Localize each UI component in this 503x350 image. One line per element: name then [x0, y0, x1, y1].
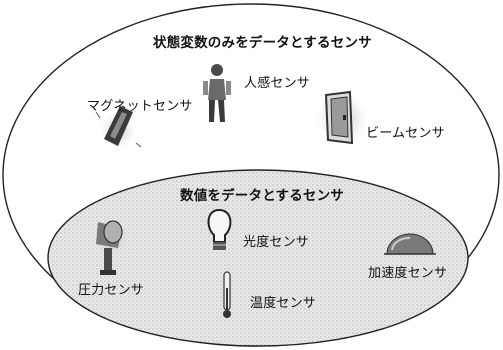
- person-icon: [203, 64, 231, 122]
- inner-set-title: 数値をデータとするセンサ: [180, 188, 344, 204]
- lightbulb-icon: [207, 208, 232, 250]
- person-sensor-label: 人感センサ: [244, 76, 311, 91]
- light-sensor-label: 光度センサ: [243, 235, 310, 250]
- door-icon: [315, 90, 369, 145]
- thermometer-icon: [223, 271, 231, 318]
- magnet-sensor-label: マグネットセンサ: [87, 99, 193, 114]
- temperature-sensor-label: 温度センサ: [250, 296, 317, 311]
- beam-sensor-label: ビームセンサ: [366, 126, 445, 141]
- outer-set-title: 状態変数のみをデータとするセンサ: [153, 35, 372, 51]
- accelerometer-dome-icon: [384, 233, 436, 255]
- inner-set-ellipse: [47, 169, 469, 347]
- pressure-gauge-icon: [88, 216, 132, 275]
- acceleration-sensor-label: 加速度センサ: [368, 266, 448, 281]
- magnet-sensor-icon: [95, 106, 142, 149]
- pressure-sensor-label: 圧力センサ: [78, 283, 145, 298]
